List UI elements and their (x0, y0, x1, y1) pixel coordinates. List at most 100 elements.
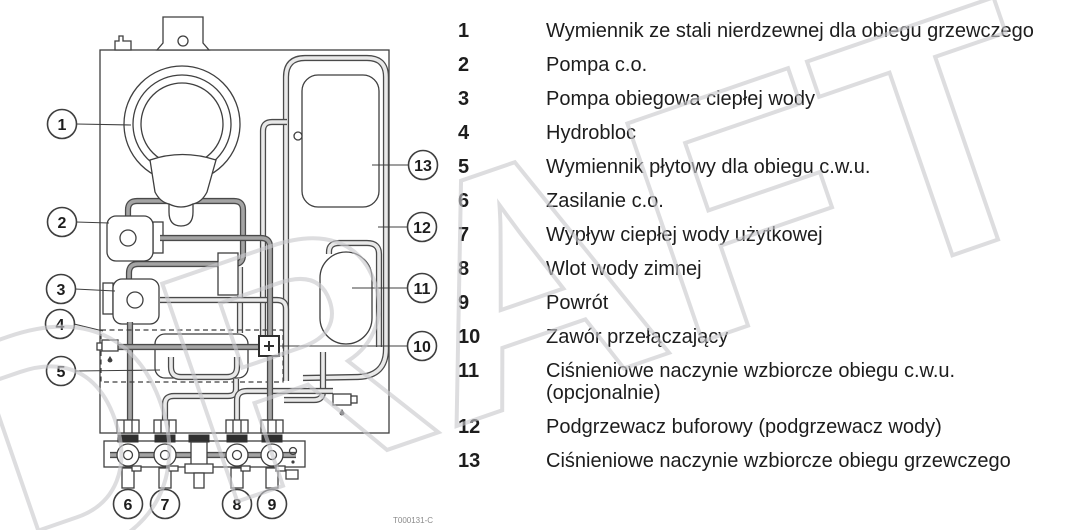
legend-item-number: 12 (458, 416, 481, 438)
siphon-funnel (149, 153, 217, 227)
legend-item-6: 6 Zasilanie c.o. (458, 190, 1063, 212)
svg-text:4: 4 (56, 317, 65, 334)
callout-leaders (73, 123, 409, 372)
manifold-valve (225, 434, 251, 489)
legend-item-4: 4 Hydrobloc (458, 122, 1063, 144)
legend-item-label: Ciśnieniowe naczynie wzbiorcze obiegu c.… (546, 360, 956, 404)
legend-item-number: 3 (458, 88, 470, 110)
legend-item-5: 5 Wymiennik płytowy dla obiegu c.w.u. (458, 156, 1063, 178)
legend-item-2: 2 Pompa c.o. (458, 54, 1063, 76)
svg-text:12: 12 (413, 220, 431, 237)
legend-item-number: 11 (458, 360, 480, 382)
callout-6: 6 (112, 488, 144, 520)
drip-icon (339, 409, 345, 416)
flue-collar-hole (177, 35, 189, 47)
legend-item-3: 3 Pompa obiegowa ciepłej wody (458, 88, 1063, 110)
legend: 1 Wymiennik ze stali nierdzewnej dla obie… (458, 20, 1063, 484)
pipes-front (116, 234, 274, 421)
legend-item-number: 10 (458, 326, 481, 348)
legend-item-number: 1 (458, 20, 470, 42)
legend-item-8: 8 Wlot wody zimnej (458, 258, 1063, 280)
callout-8: 8 (221, 488, 253, 520)
manifold-valve (116, 434, 142, 489)
callout-4: 4 (44, 308, 76, 340)
legend-item-number: 4 (458, 122, 470, 144)
manifold-dot (291, 460, 295, 464)
drip-icon (107, 356, 113, 363)
flue-collar (155, 16, 211, 51)
pump-2 (106, 215, 164, 262)
legend-item-12: 12 Podgrzewacz buforowy (podgrzewacz wody… (458, 416, 1063, 438)
legend-item-label: Powrót (546, 292, 609, 314)
legend-item-11: 11 Ciśnieniowe naczynie wzbiorcze obiegu … (458, 360, 1063, 404)
figure-code: T000131-C (393, 516, 433, 525)
diverter-valve-10 (258, 335, 280, 357)
legend-item-7: 7 Wypływ ciepłej wody użytkowej (458, 224, 1063, 246)
callout-10: 10 (406, 330, 438, 362)
legend-item-label: Wlot wody zimnej (546, 258, 702, 280)
svg-text:5: 5 (57, 364, 66, 381)
svg-text:11: 11 (414, 281, 431, 298)
svg-text:8: 8 (233, 497, 242, 514)
callout-7: 7 (149, 488, 181, 520)
legend-item-number: 13 (458, 450, 481, 472)
pipes-pump-loop (124, 197, 247, 281)
svg-text:9: 9 (268, 497, 277, 514)
expansion-vessel-13 (301, 74, 380, 208)
manifold-valve (260, 434, 286, 489)
hydrobloc-dashed-box (100, 329, 284, 383)
svg-text:6: 6 (124, 497, 133, 514)
top-bracket (114, 35, 132, 51)
legend-item-label: Hydrobloc (546, 122, 637, 144)
pipes-background (160, 54, 390, 382)
callout-11: 11 (406, 272, 438, 304)
svg-text:10: 10 (413, 339, 431, 356)
expansion-vessel-11 (319, 251, 373, 345)
air-vent-point (293, 131, 303, 141)
manifold-valve (153, 434, 179, 489)
legend-item-number: 6 (458, 190, 470, 212)
legend-item-1: 1 Wymiennik ze stali nierdzewnej dla obie… (458, 20, 1063, 42)
callout-9: 9 (256, 488, 288, 520)
callout-13: 13 (407, 149, 439, 181)
legend-item-number: 5 (458, 156, 470, 178)
manifold-plug (285, 469, 299, 480)
legend-item-label: Wymiennik płytowy dla obiegu c.w.u. (546, 156, 871, 178)
manifold-port (288, 446, 298, 456)
svg-text:3: 3 (57, 282, 66, 299)
boiler-diagram: 1 2 3 4 5 6 7 8 9 10 11 12 13 T000131-C (44, 16, 439, 525)
bottom-manifold (103, 434, 306, 489)
callouts: 1 2 3 4 5 6 7 8 9 10 11 12 13 (44, 108, 439, 520)
legend-item-number: 8 (458, 258, 470, 280)
legend-item-9: 9 Powrót (458, 292, 1063, 314)
legend-item-label: Wypływ ciepłej wody użytkowej (546, 224, 823, 246)
drain-fitting (332, 393, 358, 416)
svg-text:1: 1 (58, 117, 67, 134)
legend-item-number: 7 (458, 224, 470, 246)
legend-item-label: Zasilanie c.o. (546, 190, 664, 212)
legend-item-number: 2 (458, 54, 470, 76)
pipes-dhw (161, 357, 333, 420)
mounting-plate (217, 252, 239, 296)
svg-text:13: 13 (414, 158, 432, 175)
callout-1: 1 (46, 108, 78, 140)
legend-item-number: 9 (458, 292, 470, 314)
legend-item-label: Pompa c.o. (546, 54, 648, 76)
callout-2: 2 (46, 206, 78, 238)
manifold-bypass (184, 434, 214, 489)
svg-text:2: 2 (58, 215, 67, 232)
legend-item-label: Podgrzewacz buforowy (podgrzewacz wody) (546, 416, 942, 438)
union-nuts (116, 419, 284, 434)
legend-item-label: Wymiennik ze stali nierdzewnej dla obieg… (546, 20, 1034, 42)
pump-3 (102, 252, 239, 325)
legend-item-label: Pompa obiegowa ciepłej wody (546, 88, 816, 110)
callout-12: 12 (406, 211, 438, 243)
legend-item-13: 13 Ciśnieniowe naczynie wzbiorcze obiegu … (458, 450, 1063, 472)
siphon-funnel-line (168, 203, 194, 208)
callout-3: 3 (45, 273, 77, 305)
legend-item-label: Ciśnieniowe naczynie wzbiorcze obiegu gr… (546, 450, 1011, 472)
svg-text:7: 7 (161, 497, 170, 514)
callout-5: 5 (45, 355, 77, 387)
